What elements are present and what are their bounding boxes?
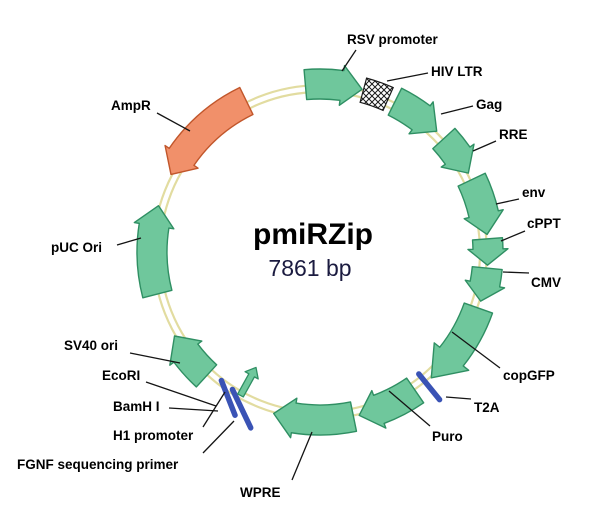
feature-bamh-i-site-marker: [229, 386, 254, 431]
label-cppt: cPPT: [527, 216, 562, 231]
leader-cppt: [500, 230, 526, 242]
label-sv40-ori: SV40 ori: [64, 338, 118, 353]
label-rsv-promoter: RSV promoter: [347, 32, 439, 47]
leader-ecori: [145, 381, 217, 407]
label-puc-ori: pUC Ori: [51, 240, 102, 255]
feature-cppt: [467, 236, 509, 266]
leader-wpre: [291, 431, 313, 481]
feature-ecori-site-marker: [218, 377, 238, 418]
feature-rsv-promoter: [303, 64, 363, 106]
feature-sv40-ori: [169, 335, 218, 388]
label-bamh-i: BamH I: [113, 399, 160, 414]
label-t2a: T2A: [474, 400, 500, 415]
label-hiv-ltr: HIV LTR: [431, 64, 483, 79]
leader-fgnf-sequencing-primer: [202, 420, 235, 454]
feature-ampr: [164, 86, 254, 176]
plasmid-name: pmiRZip: [253, 218, 373, 251]
label-ecori: EcoRI: [102, 368, 140, 383]
label-env: env: [522, 185, 546, 200]
feature-gag: [387, 87, 438, 135]
label-h1-promoter: H1 promoter: [113, 428, 194, 443]
leader-cmv: [502, 271, 530, 274]
label-puro: Puro: [432, 429, 463, 444]
feature-hiv-ltr-hatch: [360, 78, 394, 111]
leader-sv40-ori: [129, 352, 181, 364]
label-cmv: CMV: [531, 275, 561, 290]
feature-copgfp: [430, 302, 494, 379]
plasmid-features: [133, 64, 509, 439]
label-fgnf-sequencing-primer: FGNF sequencing primer: [17, 457, 179, 472]
label-leader-lines: [116, 49, 530, 481]
leader-t2a: [445, 396, 472, 400]
leader-rre: [472, 140, 497, 152]
leader-h1-promoter: [202, 391, 226, 428]
label-wpre: WPRE: [240, 485, 281, 500]
label-gag: Gag: [476, 97, 502, 112]
leader-rsv-promoter: [341, 49, 357, 72]
leader-puc-ori: [116, 237, 142, 246]
label-rre: RRE: [499, 127, 528, 142]
feature-cmv: [464, 265, 506, 302]
feature-wpre: [272, 397, 358, 439]
feature-t2a-site-marker: [416, 371, 443, 403]
plasmid-size: 7861 bp: [268, 255, 351, 281]
feature-puc-ori: [133, 204, 175, 299]
leader-bamh-i: [168, 407, 219, 412]
feature-h1-promoter: [237, 366, 259, 398]
feature-env: [457, 172, 504, 236]
feature-puro: [358, 377, 425, 429]
leader-ampr: [156, 112, 191, 132]
label-ampr: AmpR: [111, 98, 151, 113]
feature-rre: [432, 127, 475, 174]
leader-copgfp: [451, 331, 501, 369]
leader-env: [495, 198, 520, 205]
label-copgfp: copGFP: [503, 368, 555, 383]
leader-gag: [440, 105, 474, 115]
leader-puro: [388, 390, 431, 427]
leader-hiv-ltr: [386, 72, 429, 82]
